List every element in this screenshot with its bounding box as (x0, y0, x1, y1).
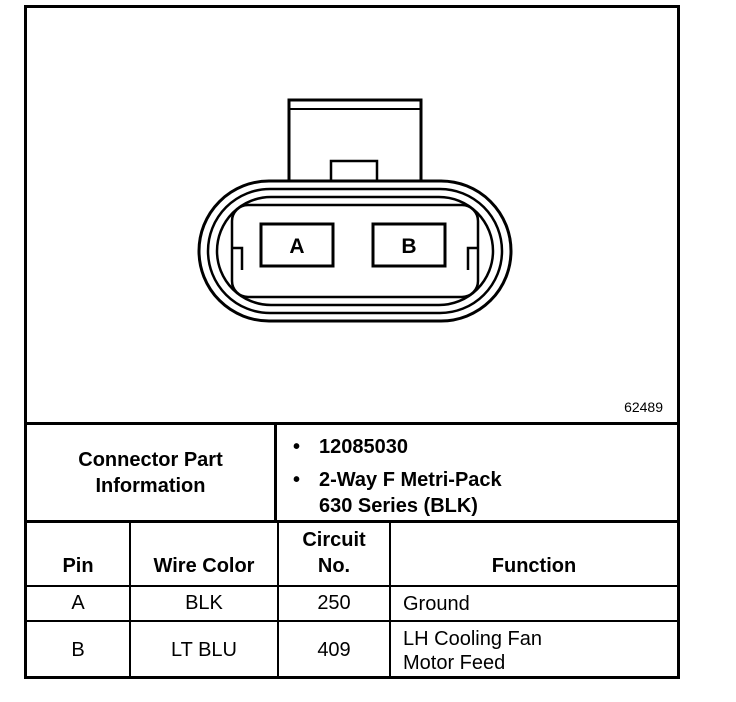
cell-wire-color: BLK (129, 585, 279, 623)
figure-id: 62489 (624, 399, 663, 415)
connector-sheet: A B 62489 Connector Part Information • 1… (24, 5, 680, 679)
part-info-row: Connector Part Information • 12085030 • … (27, 422, 677, 520)
connector-latch (287, 98, 423, 190)
cell-pin: B (27, 620, 131, 679)
header-circuit-line1: Circuit (302, 529, 366, 552)
part-description-item: • 2-Way F Metri-Pack 630 Series (BLK) (293, 467, 502, 519)
connector-face-svg: A B (197, 98, 513, 323)
part-info-details: • 12085030 • 2-Way F Metri-Pack 630 Seri… (277, 425, 677, 520)
bullet-icon: • (293, 469, 301, 491)
part-description-line2: 630 Series (BLK) (319, 495, 478, 517)
cell-pin: A (27, 585, 131, 623)
cell-function-line1: Ground (403, 592, 470, 615)
connector-shell-inner (215, 195, 495, 307)
part-number: 12085030 (319, 436, 408, 458)
insert-key-right (466, 246, 478, 270)
latch-notch (329, 159, 379, 190)
pin-label-b: B (401, 235, 416, 258)
part-info-label-line1: Connector Part (78, 448, 223, 471)
table-row: B LT BLU 409 LH Cooling Fan Motor Feed (27, 620, 677, 679)
header-function: Function (389, 521, 677, 588)
cell-function: LH Cooling Fan Motor Feed (389, 620, 677, 679)
connector-shell-middle (206, 187, 504, 315)
connector-drawing: A B 62489 (27, 8, 677, 422)
pin-table-header: Pin Wire Color Circuit No. Function (27, 521, 677, 588)
part-number-item: • 12085030 (293, 434, 408, 460)
cell-function: Ground (389, 585, 677, 623)
header-wire-color: Wire Color (129, 521, 279, 588)
header-pin: Pin (27, 521, 131, 588)
cell-wire-color: LT BLU (129, 620, 279, 679)
part-info-label-line2: Information (95, 474, 206, 497)
pin-table: Pin Wire Color Circuit No. Function A BL… (27, 520, 677, 679)
header-circuit-line2: No. (317, 555, 351, 578)
table-row: A BLK 250 Ground (27, 585, 677, 623)
header-circuit: Circuit No. (277, 521, 391, 588)
pin-label-a: A (289, 235, 304, 258)
cell-circuit: 409 (277, 620, 391, 679)
bullet-icon: • (293, 436, 301, 458)
cell-function-line1: LH Cooling Fan (403, 627, 542, 650)
cell-function-line2: Motor Feed (403, 651, 506, 674)
pin-cavity-b (371, 222, 447, 268)
insert-key-left (232, 246, 244, 270)
cell-circuit: 250 (277, 585, 391, 623)
pin-cavity-a (259, 222, 335, 268)
part-description-line1: 2-Way F Metri-Pack (319, 469, 502, 491)
part-info-label: Connector Part Information (27, 425, 277, 520)
